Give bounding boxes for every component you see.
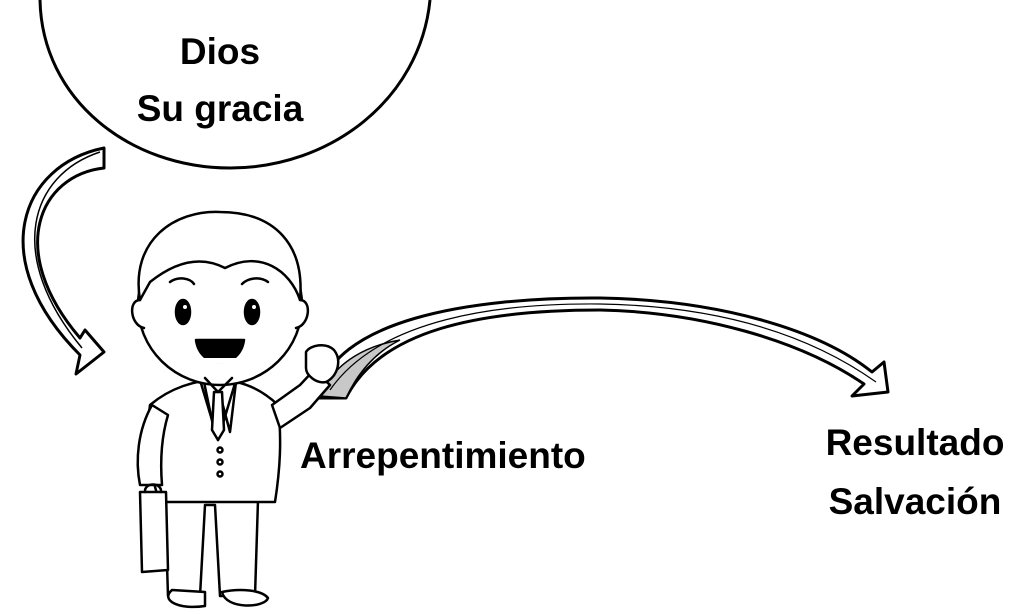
grace-arrow: [21, 146, 106, 376]
grace-label: Su gracia: [136, 88, 304, 129]
god-grace-bubble: [38, 0, 432, 170]
salvation-label: Salvación: [828, 481, 1002, 522]
businessman-illustration: [131, 210, 340, 609]
result-label: Resultado: [825, 422, 1005, 463]
repentance-label: Arrepentimiento: [300, 435, 586, 476]
god-label: Dios: [179, 31, 261, 72]
repentance-arrow: [316, 296, 890, 400]
